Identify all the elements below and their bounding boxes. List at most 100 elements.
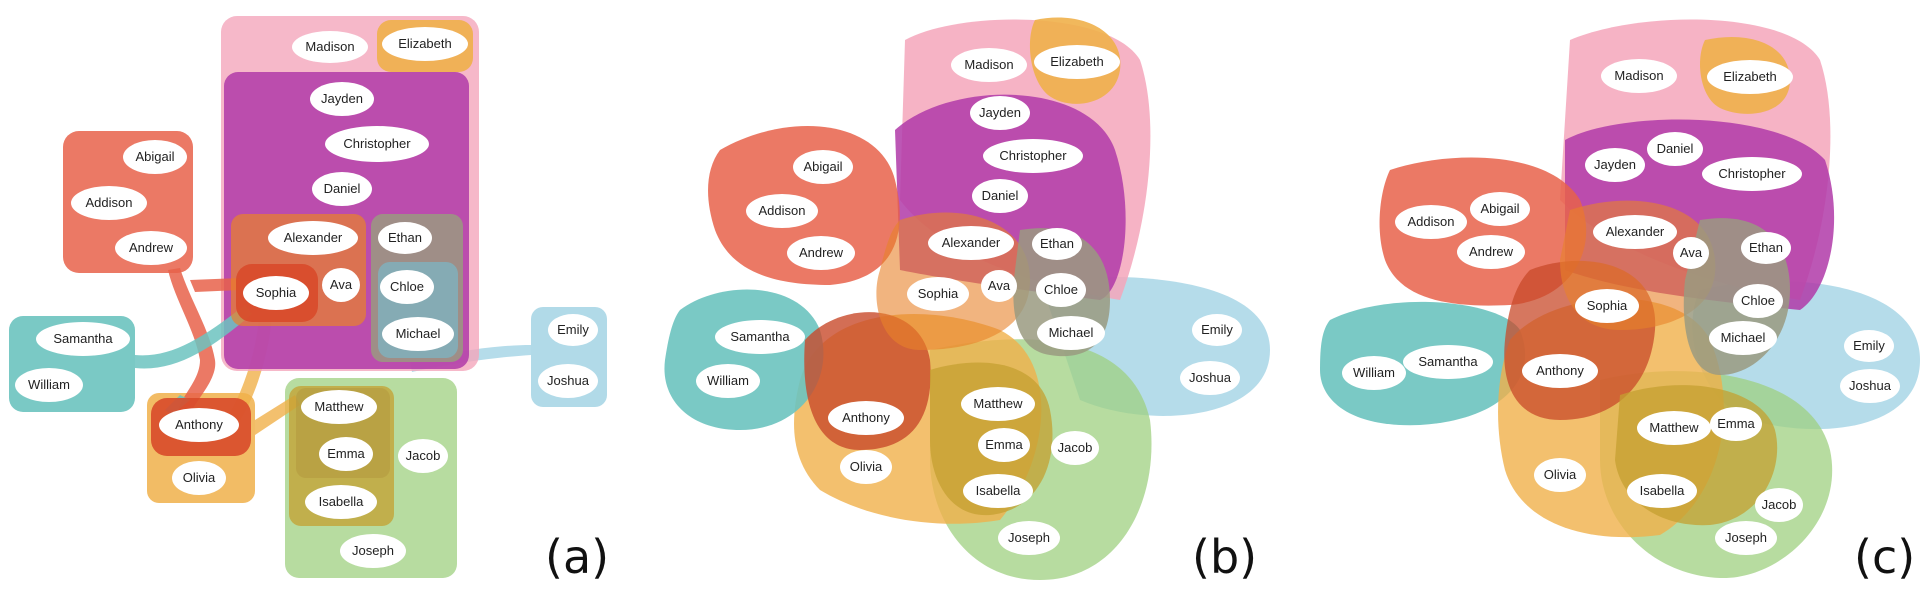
node-label: Michael [1721, 330, 1766, 345]
node-label: Sophia [918, 286, 959, 301]
node-label: Jayden [1594, 157, 1636, 172]
node: Joshua [538, 364, 598, 398]
node-label: Michael [1049, 325, 1094, 340]
set-connector [135, 305, 252, 369]
node-label: Isabella [976, 483, 1022, 498]
node: Elizabeth [1034, 45, 1120, 79]
node: Matthew [301, 390, 377, 424]
node-label: Joseph [352, 543, 394, 558]
node: Madison [1601, 59, 1677, 93]
node: Alexander [268, 221, 358, 255]
node: Jayden [1585, 148, 1645, 182]
node: Anthony [159, 408, 239, 442]
node: Andrew [1457, 235, 1525, 269]
node: Jayden [310, 82, 374, 116]
node-label: Anthony [1536, 363, 1584, 378]
node-label: Joshua [547, 373, 590, 388]
node-label: Christopher [999, 148, 1067, 163]
node: Madison [292, 31, 368, 63]
node-label: Andrew [799, 245, 844, 260]
node: Addison [71, 186, 147, 220]
node: Ava [1673, 237, 1709, 269]
node: Sophia [243, 276, 309, 310]
node-label: Sophia [1587, 298, 1628, 313]
node-label: Alexander [1606, 224, 1665, 239]
node-label: Christopher [1718, 166, 1786, 181]
node: Emma [978, 428, 1030, 462]
node-label: Isabella [1640, 483, 1686, 498]
node: Christopher [325, 126, 429, 162]
node: Joseph [998, 521, 1060, 555]
node-label: Emma [1717, 416, 1755, 431]
node: Emily [1192, 314, 1242, 346]
node-label: Alexander [942, 235, 1001, 250]
node-label: Addison [86, 195, 133, 210]
node-label: Michael [396, 326, 441, 341]
node: Isabella [1627, 474, 1697, 508]
node: Jacob [1051, 431, 1099, 465]
node-label: Chloe [1741, 293, 1775, 308]
node-label: Sophia [256, 285, 297, 300]
node: Sophia [907, 277, 969, 311]
node-label: Abigail [135, 149, 174, 164]
node-label: Samantha [53, 331, 113, 346]
node: Abigail [123, 140, 187, 174]
node: Elizabeth [382, 27, 468, 61]
node-label: Olivia [850, 459, 883, 474]
node: Matthew [1637, 411, 1711, 445]
panel-label-c: (c) [1854, 530, 1915, 584]
node-label: Anthony [842, 410, 890, 425]
node: Emma [319, 437, 373, 471]
node-label: Isabella [319, 494, 365, 509]
node: Daniel [312, 172, 372, 206]
node: Olivia [1534, 458, 1586, 492]
node: William [1342, 356, 1406, 390]
node: Joshua [1840, 369, 1900, 403]
node-label: Ava [330, 277, 353, 292]
node-label: Ava [1680, 245, 1703, 260]
node-label: Ethan [388, 230, 422, 245]
node-label: Christopher [343, 136, 411, 151]
node-label: Joshua [1849, 378, 1892, 393]
node-label: Joseph [1008, 530, 1050, 545]
node: Madison [951, 48, 1027, 82]
node-label: Andrew [1469, 244, 1514, 259]
node-label: Samantha [1418, 354, 1478, 369]
node-label: Matthew [314, 399, 364, 414]
node-label: Olivia [183, 470, 216, 485]
node-label: Elizabeth [1723, 69, 1776, 84]
node: Joseph [1715, 521, 1777, 555]
node-label: Joshua [1189, 370, 1232, 385]
node: Samantha [715, 320, 805, 354]
node-label: Chloe [1044, 282, 1078, 297]
node: Olivia [172, 461, 226, 495]
node: Christopher [983, 139, 1083, 173]
node: Ava [322, 268, 360, 302]
node-label: William [1353, 365, 1395, 380]
set-connector [168, 268, 216, 415]
node: Olivia [840, 450, 892, 484]
node: Jacob [398, 439, 448, 473]
node-label: Madison [1614, 68, 1663, 83]
node: Anthony [828, 401, 904, 435]
node: William [15, 368, 83, 402]
node-label: Joseph [1725, 530, 1767, 545]
node-label: William [707, 373, 749, 388]
node: Samantha [1403, 345, 1493, 379]
node-label: Elizabeth [398, 36, 451, 51]
node-label: Addison [759, 203, 806, 218]
node: Elizabeth [1707, 60, 1793, 94]
node-label: Matthew [1649, 420, 1699, 435]
node-label: Daniel [324, 181, 361, 196]
node: Abigail [1470, 192, 1530, 226]
panel-c: Madison Elizabeth Jayden Daniel Christop… [1320, 19, 1920, 584]
node-label: Daniel [982, 188, 1019, 203]
node: Emily [548, 314, 598, 346]
node-label: Jacob [406, 448, 441, 463]
node: Michael [1037, 316, 1105, 350]
node: Ethan [378, 222, 432, 254]
node: Ethan [1032, 228, 1082, 260]
node: Alexander [1593, 215, 1677, 249]
node: Jacob [1755, 488, 1803, 522]
